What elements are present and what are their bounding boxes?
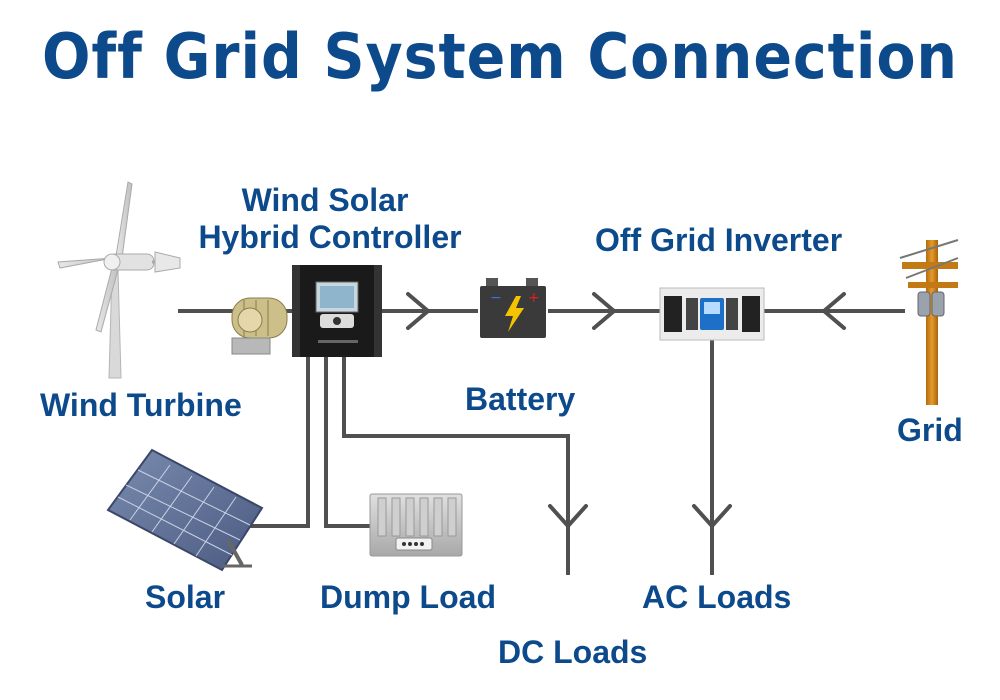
battery-label: Battery — [465, 381, 576, 417]
ac-loads-label: AC Loads — [642, 579, 792, 615]
arrow-to-inverter — [592, 292, 618, 330]
svg-text:−: − — [490, 290, 502, 306]
wire-dump-load — [324, 355, 370, 528]
dump-load-label: Dump Load — [320, 579, 496, 615]
solar-panel-icon — [106, 448, 264, 572]
arrow-to-battery — [406, 292, 432, 330]
wind-turbine-label: Wind Turbine — [40, 387, 242, 423]
generator-icon — [231, 297, 288, 355]
wind-turbine-icon — [57, 181, 181, 379]
dc-loads-label: DC Loads — [498, 634, 648, 670]
wire-dc-loads — [342, 355, 570, 575]
controller-label-line2: Hybrid Controller — [198, 219, 462, 255]
diagram-title: Off Grid System Connection — [42, 20, 958, 93]
arrow-ac-loads — [692, 504, 732, 529]
arrow-from-grid — [820, 292, 846, 330]
battery-icon: − + — [480, 278, 546, 338]
grid-pole-icon — [899, 239, 959, 405]
wire-solar-controller — [238, 355, 310, 528]
arrow-dc-loads — [548, 504, 588, 529]
hybrid-controller-icon — [292, 265, 382, 357]
flow-arrows — [406, 292, 846, 529]
dump-load-icon — [369, 493, 463, 557]
grid-label: Grid — [897, 412, 963, 448]
inverter-icon — [659, 287, 765, 341]
solar-label: Solar — [145, 579, 226, 615]
wiring — [178, 309, 905, 575]
svg-text:+: + — [528, 290, 540, 306]
inverter-label: Off Grid Inverter — [595, 222, 843, 258]
controller-label-line1: Wind Solar — [241, 182, 409, 218]
